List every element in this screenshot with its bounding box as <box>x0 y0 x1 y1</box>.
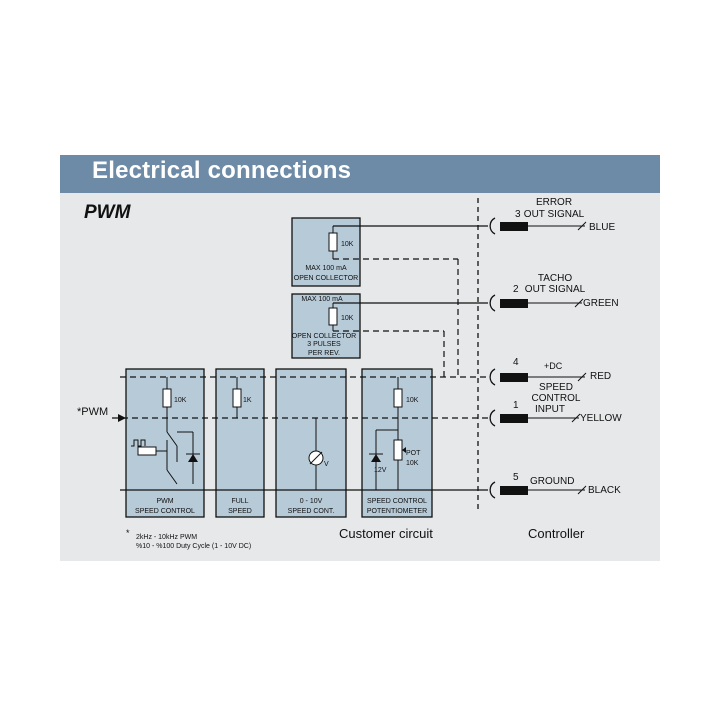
tacho-label: TACHO <box>538 273 572 284</box>
resistor-value: 1K <box>243 397 252 404</box>
voltage-speed-control-box: V 0 - 10V SPEED CONT. <box>275 368 347 518</box>
box-label: OPEN COLLECTOR <box>294 275 358 282</box>
error-label: ERROR <box>536 197 572 208</box>
connector-error <box>489 217 587 235</box>
box-label: FULL <box>231 498 248 505</box>
resistor-symbol <box>393 388 403 408</box>
resistor-symbol <box>162 388 172 408</box>
connector-ground <box>489 481 587 499</box>
box-label: PWM <box>156 498 173 505</box>
controller-caption: Controller <box>528 526 585 541</box>
footnote-star: * <box>126 528 130 538</box>
box-label: POTENTIOMETER <box>367 508 427 515</box>
error-out-box: 10K MAX 100 mA OPEN COLLECTOR <box>291 217 361 287</box>
box-label: SPEED CONTROL <box>367 498 427 505</box>
dc-label: +DC <box>544 361 563 371</box>
pin-number: 1 <box>513 400 519 411</box>
box-label: SPEED CONTROL <box>135 508 195 515</box>
speed-input-label: CONTROL <box>532 393 581 404</box>
pin-number: 5 <box>513 472 519 483</box>
resistor-symbol <box>328 307 338 326</box>
box-label: SPEED <box>228 508 252 515</box>
tacho-label: OUT SIGNAL <box>525 284 586 295</box>
customer-circuit-caption: Customer circuit <box>339 526 433 541</box>
footnote-line2: %10 - %100 Duty Cycle (1 - 10V DC) <box>136 543 252 550</box>
pwm-input-label: *PWM <box>77 406 108 418</box>
wire-color-label: GREEN <box>583 298 619 309</box>
box-label: OPEN COLLECTOR <box>292 333 356 340</box>
footnote-line1: 2kHz - 10kHz PWM <box>136 534 198 541</box>
connector-tacho <box>489 294 584 312</box>
resistor-value: 10K <box>406 397 419 404</box>
potentiometer-box: 10K 12V POT 10K SPEED CONTROL POTENTIOME… <box>361 368 433 518</box>
meter-label: V <box>324 461 329 468</box>
pwm-speed-control-box: 10K PWM SPEED CONTROL <box>125 368 205 518</box>
ground-label: GROUND <box>530 476 574 487</box>
section-title: PWM <box>84 202 131 223</box>
wire-color-label: BLACK <box>588 485 621 496</box>
header-bar: Electrical connections <box>60 155 660 193</box>
speed-input-label: INPUT <box>535 404 565 415</box>
box-label: 0 - 10V <box>300 498 323 505</box>
tacho-out-box: MAX 100 mA 10K OPEN COLLECTOR 3 PULSES P… <box>291 293 361 359</box>
wire-color-label: YELLOW <box>580 413 622 424</box>
connector-speed-input <box>489 409 581 427</box>
box-label: PER REV. <box>308 350 340 357</box>
error-label: OUT SIGNAL <box>524 209 585 220</box>
wire-color-label: RED <box>590 371 611 382</box>
box-label: 3 PULSES <box>307 341 341 348</box>
pin-number: 4 <box>513 357 519 368</box>
pot-label: POT <box>406 450 421 457</box>
speed-input-label: SPEED <box>539 382 573 393</box>
page-title: Electrical connections <box>92 157 352 184</box>
zener-value: 12V <box>374 467 387 474</box>
box-label: MAX 100 mA <box>301 296 343 303</box>
box-label: MAX 100 mA <box>305 265 347 272</box>
resistor-value: 10K <box>341 315 354 322</box>
pwm-input-arrow <box>118 414 126 422</box>
resistor-symbol <box>328 232 338 252</box>
resistor-value: 10K <box>174 397 187 404</box>
resistor-symbol <box>232 388 242 408</box>
wire-color-label: BLUE <box>589 222 615 233</box>
box-label: SPEED CONT. <box>288 508 335 515</box>
pot-label: 10K <box>406 460 419 467</box>
full-speed-box: 1K FULL SPEED <box>215 368 265 518</box>
connector-dc <box>489 368 587 386</box>
pin-number: 2 <box>513 284 519 295</box>
resistor-value: 10K <box>341 241 354 248</box>
potentiometer-symbol <box>393 439 403 461</box>
pin-number: 3 <box>515 209 521 220</box>
